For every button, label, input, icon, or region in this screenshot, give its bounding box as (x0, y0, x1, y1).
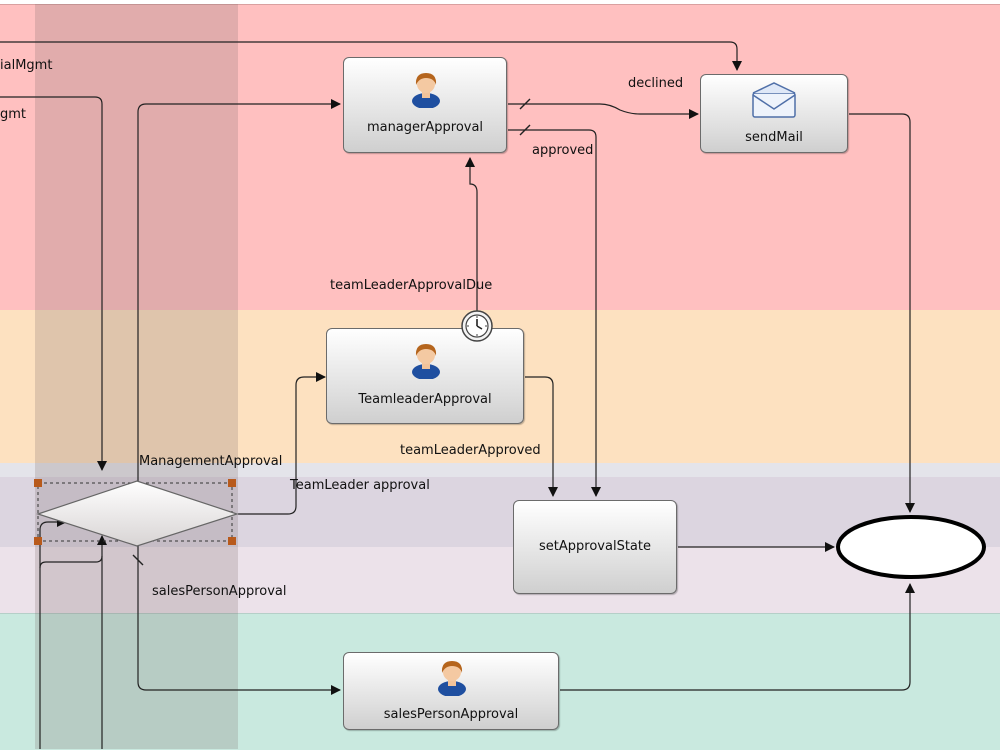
lane-management (0, 4, 1000, 311)
edge-sendmail-to-end[interactable] (849, 113, 915, 513)
teamleader-approval-edge-label: TeamLeader approval (290, 478, 430, 493)
team-leader-approval-due-label: teamLeaderApprovalDue (330, 278, 493, 293)
edge-declined[interactable] (508, 103, 699, 119)
sales-person-approval-label: salesPersonApproval (383, 707, 519, 722)
set-approval-state-task[interactable]: setApprovalState (513, 500, 677, 594)
team-leader-approved-label: teamLeaderApproved (400, 443, 541, 458)
edge-left-to-gateway[interactable] (0, 96, 107, 471)
edge-sales-to-end[interactable] (560, 583, 915, 691)
edge-bottom-loop[interactable] (39, 555, 103, 749)
default-flow-mark (132, 554, 144, 566)
teamleader-approval-label: TeamleaderApproval (358, 392, 492, 407)
edge-to-sendmail-top[interactable] (0, 41, 742, 71)
set-approval-state-label: setApprovalState (539, 539, 651, 554)
edge-team-leader-approved[interactable] (525, 376, 558, 497)
management-approval-label: ManagementApproval (139, 454, 283, 469)
sales-person-approval-edge-label: salesPersonApproval (152, 584, 287, 599)
approved-label: approved (532, 143, 594, 158)
edge-management-approval[interactable] (137, 99, 341, 512)
edge-approved[interactable] (508, 129, 601, 497)
edge-team-leader-approval[interactable] (238, 372, 326, 515)
default-flow-mark (519, 98, 531, 110)
send-mail-task[interactable]: sendMail (700, 74, 848, 153)
default-flow-mark (519, 124, 531, 136)
edge-team-leader-approval-due[interactable] (465, 157, 478, 312)
sales-person-approval-task[interactable]: salesPersonApproval (343, 652, 559, 730)
declined-label: declined (628, 76, 684, 91)
manager-approval-label: managerApproval (366, 120, 484, 135)
column-overlay (35, 4, 238, 749)
lane-divider (0, 463, 1000, 477)
lane-lower (0, 547, 1000, 613)
edge-bottom-left-into-gateway[interactable] (39, 517, 67, 568)
edge-sales-person-approval[interactable] (137, 542, 341, 695)
manager-approval-task[interactable]: managerApproval (343, 57, 507, 153)
cut-label-1: ialMgmt (0, 58, 53, 73)
send-mail-label: sendMail (745, 130, 803, 145)
cut-label-2: gmt (0, 107, 27, 122)
teamleader-approval-task[interactable]: TeamleaderApproval (326, 328, 524, 424)
